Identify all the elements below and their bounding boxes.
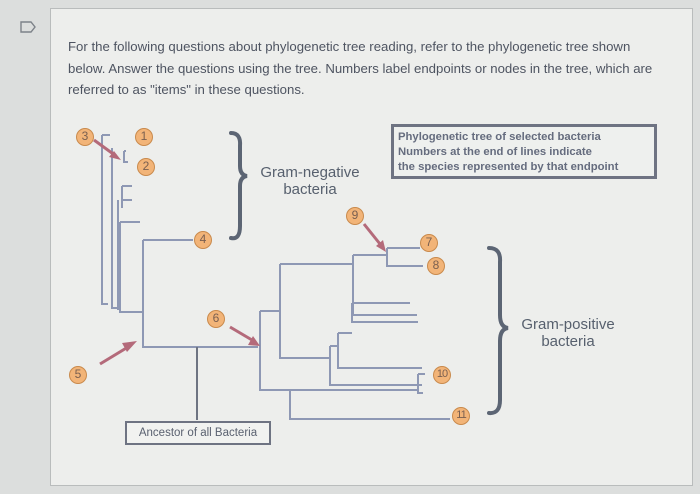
legend-line1: Phylogenetic tree of selected bacteria [398, 131, 601, 143]
gram-positive-line2: bacteria [541, 333, 595, 350]
item-9-badge: 9 [346, 207, 364, 225]
item-8-badge: 8 [427, 257, 445, 275]
item-10-badge: 10 [433, 366, 451, 384]
legend-line3: the species represented by that endpoint [398, 161, 619, 173]
gram-positive-brace [487, 246, 509, 416]
ancestor-label: Ancestor of all Bacteria [125, 421, 271, 445]
gram-positive-line1: Gram-positive [521, 316, 615, 333]
gram-positive-label: Gram-positive bacteria [508, 316, 628, 350]
item-3-badge: 3 [76, 128, 94, 146]
gram-negative-line1: Gram-negative [260, 164, 360, 181]
gram-negative-line2: bacteria [283, 181, 337, 198]
item-5-badge: 5 [69, 366, 87, 384]
item-2-badge: 2 [137, 158, 155, 176]
item-4-badge: 4 [194, 231, 212, 249]
gram-negative-label: Gram-negative bacteria [248, 164, 372, 198]
flag-icon[interactable] [20, 20, 36, 33]
item-1-badge: 1 [135, 128, 153, 146]
item-6-badge: 6 [207, 310, 225, 328]
item-11-badge: 11 [452, 407, 470, 425]
tree-legend: Phylogenetic tree of selected bacteria N… [391, 124, 657, 179]
legend-line2: Numbers at the end of lines indicate [398, 146, 592, 158]
gram-negative-brace [229, 131, 248, 241]
question-card [50, 8, 693, 486]
item-7-badge: 7 [420, 234, 438, 252]
question-prompt: For the following questions about phylog… [68, 39, 653, 97]
